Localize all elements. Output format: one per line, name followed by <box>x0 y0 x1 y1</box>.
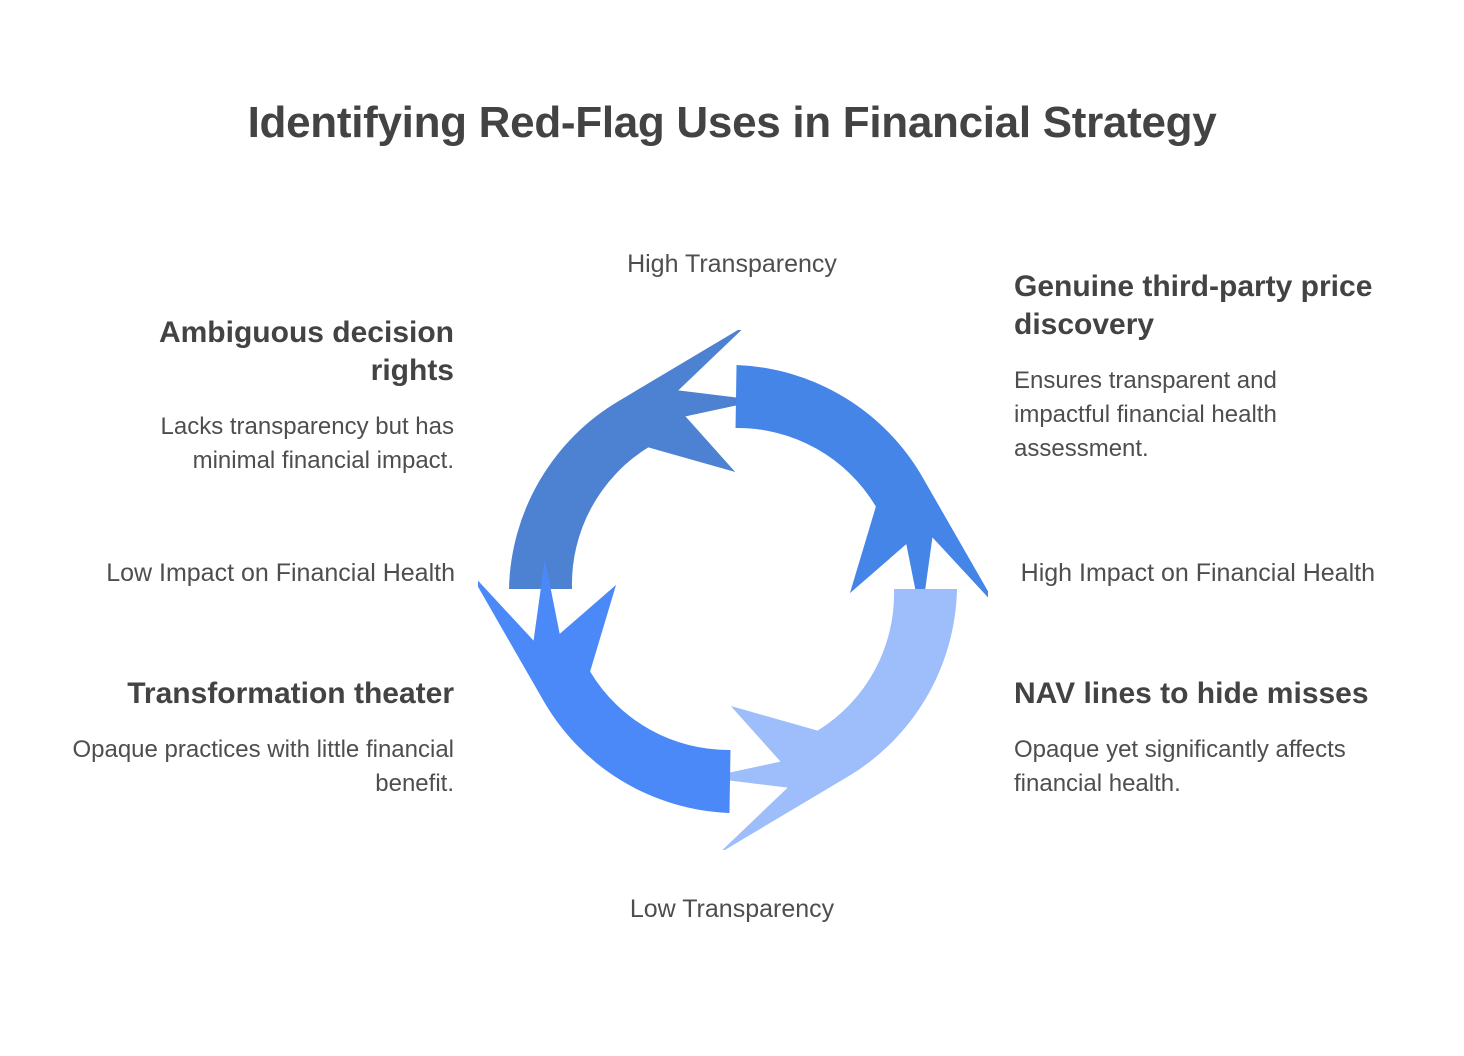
quadrant-block-bottom-right: NAV lines to hide misses Opaque yet sign… <box>1014 675 1374 801</box>
quadrant-body-top-right: Ensures transparent and impactful financ… <box>1014 366 1277 462</box>
quadrant-body-bottom-left: Opaque practices with little financial b… <box>72 735 454 797</box>
cycle-diagram <box>478 330 988 850</box>
quadrant-block-top-left: Ambiguous decision rights Lacks transpar… <box>72 314 454 478</box>
cycle-diagram-svg <box>478 330 988 850</box>
page-title: Identifying Red-Flag Uses in Financial S… <box>247 98 1217 147</box>
quadrant-heading-top-right: Genuine third-party price discovery <box>1014 270 1373 341</box>
cycle-segment-bottom-left[interactable] <box>478 559 731 813</box>
cycle-arrow-segments <box>478 330 988 850</box>
cycle-segment-bottom-right[interactable] <box>706 589 957 850</box>
axis-label-low-impact: Low Impact on Financial Health <box>106 559 455 587</box>
cycle-segment-top-right[interactable] <box>735 365 988 619</box>
quadrant-block-bottom-left: Transformation theater Opaque practices … <box>72 675 454 801</box>
quadrant-heading-bottom-left: Transformation theater <box>127 677 454 710</box>
axis-label-high-transparency: High Transparency <box>627 250 837 278</box>
quadrant-heading-bottom-right: NAV lines to hide misses <box>1014 677 1369 710</box>
quadrant-block-top-right: Genuine third-party price discovery Ensu… <box>1014 268 1374 466</box>
axis-label-high-impact: High Impact on Financial Health <box>1020 559 1375 587</box>
cycle-segment-top-left[interactable] <box>509 330 760 589</box>
quadrant-body-bottom-right: Opaque yet significantly affects financi… <box>1014 735 1346 797</box>
quadrant-heading-top-left: Ambiguous decision rights <box>158 316 454 387</box>
axis-label-low-transparency: Low Transparency <box>629 895 835 923</box>
quadrant-body-top-left: Lacks transparency but has minimal finan… <box>160 412 455 474</box>
